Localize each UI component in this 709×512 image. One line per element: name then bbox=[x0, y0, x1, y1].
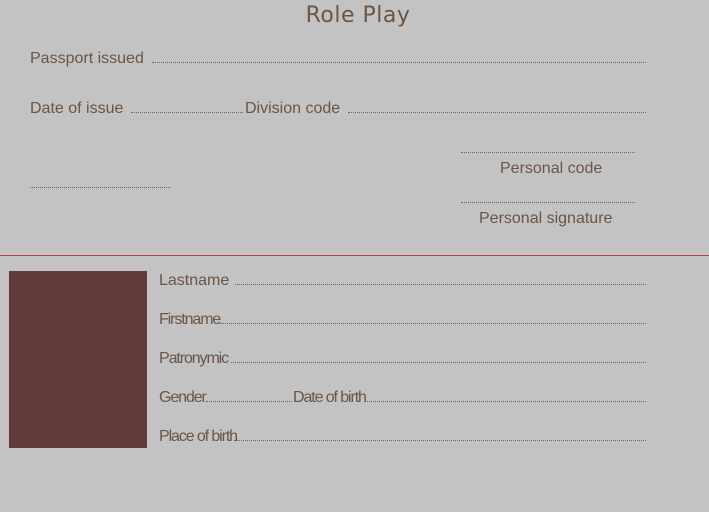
date-of-issue-label: Date of issue bbox=[30, 100, 124, 117]
date-of-birth-field[interactable] bbox=[364, 401, 646, 402]
firstname-field[interactable] bbox=[220, 323, 646, 324]
document-title: Role Play bbox=[305, 3, 411, 28]
lastname-field[interactable] bbox=[235, 284, 646, 285]
personal-code-label: Personal code bbox=[500, 160, 603, 177]
firstname-label: Firstname bbox=[159, 311, 221, 328]
photo-placeholder bbox=[9, 271, 147, 448]
personal-signature-field[interactable] bbox=[461, 202, 635, 203]
personal-code-field[interactable] bbox=[461, 152, 635, 153]
stamp-field[interactable] bbox=[30, 187, 171, 188]
place-of-birth-field[interactable] bbox=[234, 440, 646, 441]
gender-field[interactable] bbox=[206, 401, 292, 402]
gender-label: Gender bbox=[159, 389, 207, 406]
division-code-field[interactable] bbox=[348, 112, 646, 113]
passport-issued-label: Passport issued bbox=[30, 50, 144, 67]
passport-issued-field[interactable] bbox=[152, 62, 646, 63]
place-of-birth-label: Place of birth bbox=[159, 428, 238, 445]
division-code-label: Division code bbox=[245, 100, 341, 117]
date-of-issue-field[interactable] bbox=[131, 112, 243, 113]
personal-signature-label: Personal signature bbox=[479, 210, 613, 227]
date-of-birth-label: Date of birth bbox=[293, 389, 367, 406]
patronymic-label: Patronymic bbox=[159, 350, 229, 367]
section-divider bbox=[0, 255, 709, 256]
patronymic-field[interactable] bbox=[231, 362, 646, 363]
lastname-label: Lastname bbox=[159, 272, 230, 289]
